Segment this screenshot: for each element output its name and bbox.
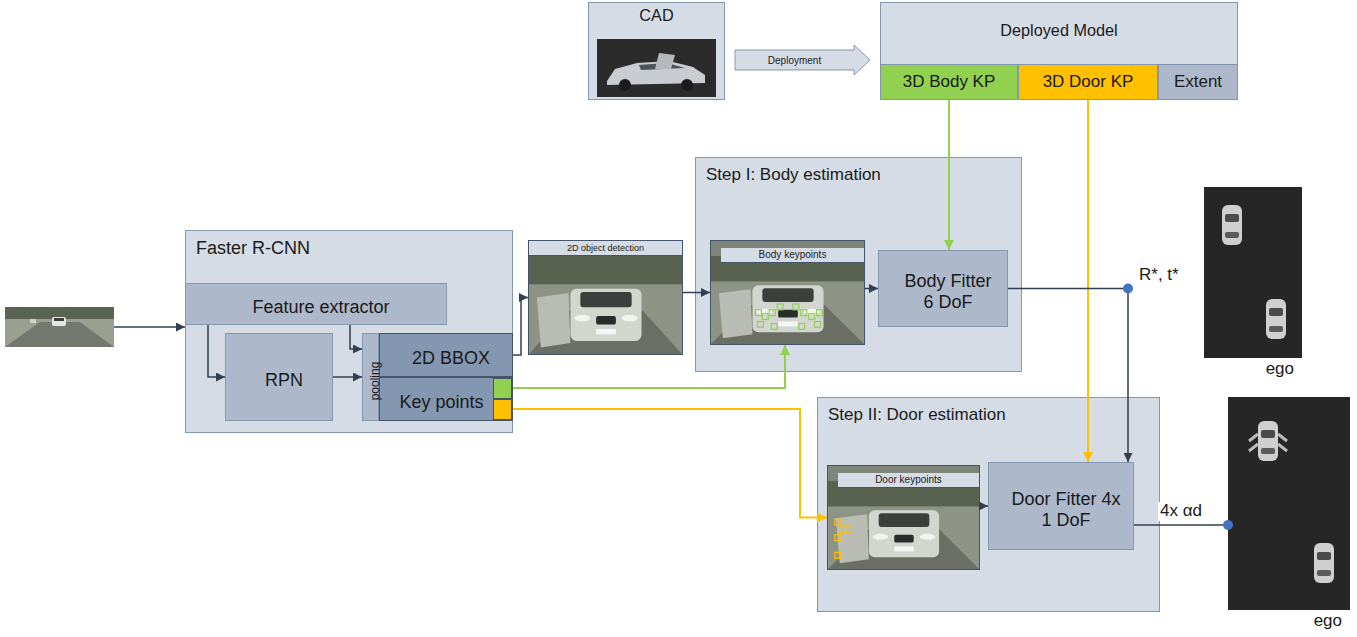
keypoint-cell: 3D Door KP [1018, 64, 1158, 100]
box-label: Door Fitter 4x 1 DoF [1011, 489, 1121, 531]
step-panel: Step II: Door estimationDoor keypointsDo… [817, 397, 1160, 612]
cad-panel: CAD [588, 2, 725, 100]
illustration [828, 481, 979, 569]
junction-dot [1223, 520, 1233, 530]
connector [513, 409, 827, 518]
connector [683, 292, 710, 294]
connector [333, 376, 362, 378]
extent-cell: Extent [1158, 64, 1238, 100]
illustration [597, 39, 716, 97]
box-label: Key points [399, 392, 483, 413]
edge-label: R*, t* [1137, 266, 1181, 285]
camera-image [5, 307, 114, 347]
illustration [529, 256, 682, 354]
process-box: Feature extractor [185, 283, 447, 325]
connector [208, 325, 225, 377]
connector [1008, 289, 1128, 463]
image-caption: Body keypoints [721, 248, 864, 263]
illustration [1228, 397, 1350, 610]
box-label: pooling [369, 361, 383, 400]
image-panel: 2D object detection [528, 240, 683, 355]
step-panel: Step I: Body estimationBody keypointsBod… [695, 157, 1022, 372]
cell-label: 3D Door KP [1043, 72, 1134, 92]
image-panel: Body keypoints [710, 240, 865, 345]
image-caption: 2D object detection [529, 241, 682, 256]
box-label: Feature extractor [252, 297, 389, 318]
output-marker [493, 378, 512, 399]
process-box: RPN [225, 333, 333, 421]
input-arrow [114, 326, 185, 328]
ego-label: ego [1228, 611, 1342, 631]
process-box: Door Fitter 4x 1 DoF [988, 462, 1134, 550]
panel-title: Step I: Body estimation [706, 165, 881, 185]
process-box: Body Fitter 6 DoF [878, 250, 1008, 327]
image-panel: Door keypoints [827, 465, 980, 570]
box-label: RPN [265, 370, 303, 391]
junction-dot [1123, 284, 1133, 294]
edge-label: Deployment [768, 55, 821, 66]
ego-label: ego [1204, 359, 1294, 379]
output-box: 2D BBOX [379, 333, 513, 377]
model-panel: Deployed Model 3D Body KP 3D Door KP Extent [880, 2, 1238, 100]
result-view: ego [1204, 187, 1302, 379]
edge-label: 4x αd [1158, 502, 1204, 521]
illustration [1204, 187, 1302, 358]
box-label: Body Fitter 6 DoF [898, 271, 998, 313]
result-view: ego [1228, 397, 1350, 633]
panel-title: Step II: Door estimation [828, 405, 1006, 425]
connector [350, 325, 362, 349]
connector [513, 298, 528, 356]
cell-label: Extent [1174, 72, 1222, 92]
connector [1087, 100, 1089, 462]
connector [513, 345, 785, 388]
keypoint-cell: 3D Body KP [880, 64, 1018, 100]
output-box: Key points [379, 377, 513, 421]
connector [865, 288, 878, 290]
image-caption: Door keypoints [838, 473, 979, 488]
box-label: 2D BBOX [412, 348, 490, 369]
connector [980, 505, 988, 507]
output-marker [493, 399, 512, 420]
block-arrow [735, 45, 870, 75]
cell-label: 3D Body KP [903, 72, 996, 92]
panel-title: CAD [589, 6, 724, 25]
connector [948, 100, 950, 250]
connector [1134, 524, 1228, 526]
illustration [711, 256, 864, 344]
panel-title: Faster R-CNN [196, 238, 310, 259]
network-panel: Faster R-CNN Feature extractorRPN pooling 2… [185, 230, 513, 433]
pooling-bar: pooling [362, 333, 379, 421]
panel-title: Deployed Model [881, 21, 1237, 40]
